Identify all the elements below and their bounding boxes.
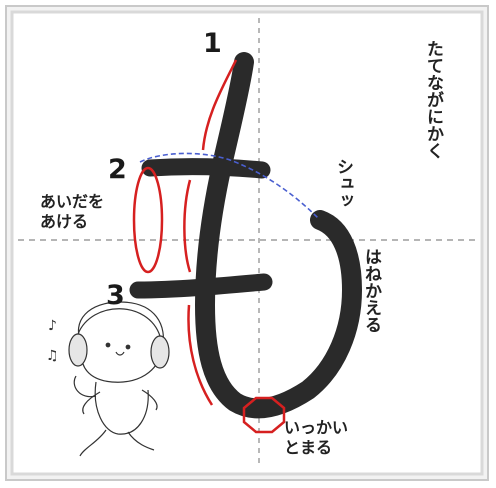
annotation-hanekaeru: はねかえる xyxy=(362,248,379,333)
annotation-stop: いっかい とまる xyxy=(284,418,348,458)
cat-eye-left xyxy=(106,343,110,347)
cat-head xyxy=(78,302,163,382)
annotation-stop-line-2: とまる xyxy=(284,438,348,458)
step-number-1: 1 xyxy=(203,28,222,59)
annotation-shu: シュッ xyxy=(334,158,351,209)
headphone-left-icon xyxy=(69,334,87,366)
annotation-stop-line-1: いっかい xyxy=(284,418,348,438)
annotation-gap-line-2: あける xyxy=(40,212,104,232)
music-note-icon: ♪ xyxy=(48,318,57,334)
annotation-gap: あいだを あける xyxy=(40,192,104,232)
step-number-3: 3 xyxy=(106,280,125,311)
annotation-gap-line-1: あいだを xyxy=(40,192,104,212)
annotation-tate-naga: たてながにかく xyxy=(424,40,441,159)
step-number-2: 2 xyxy=(108,154,127,185)
headphone-right-icon xyxy=(151,336,169,368)
cat-eye-right xyxy=(126,345,130,349)
stroke-horizontal-bottom xyxy=(138,282,264,290)
music-note-icon-2: ♫ xyxy=(46,348,59,364)
